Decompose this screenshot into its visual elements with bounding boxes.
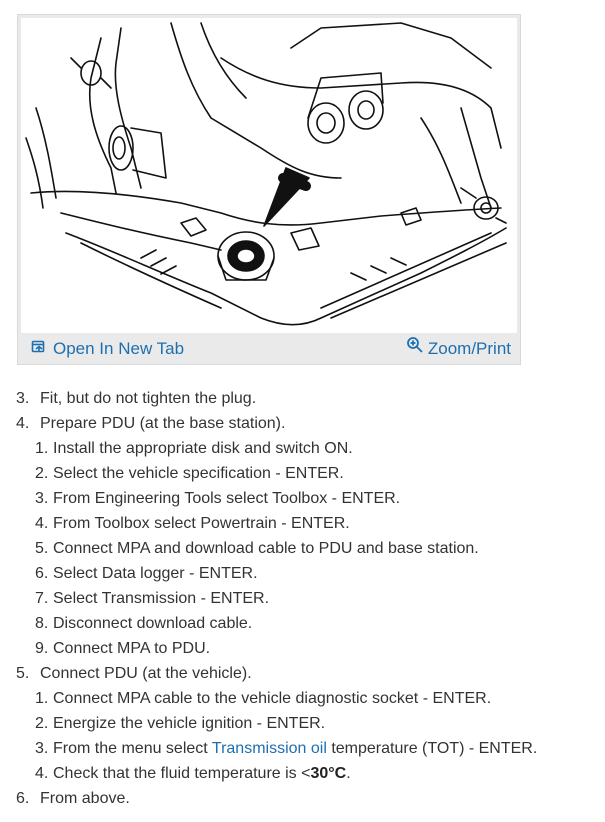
substep-text: From Toolbox select Powertrain - ENTER. [53,515,350,532]
procedure-steps: 3. Fit, but do not tighten the plug. 4. Pre… [16,386,596,811]
substep-item: 9.Connect MPA to PDU. [16,636,596,661]
substep-item: 5.Connect MPA and download cable to PDU … [16,536,596,561]
substep-number: 2. [35,465,49,482]
step-item: 5. Connect PDU (at the vehicle). [16,661,596,686]
zoom-print-link[interactable]: Zoom/Print [406,336,511,362]
step-number: 3. [16,390,30,407]
transmission-oil-link[interactable]: Transmission oil [211,740,327,757]
step-text: Connect PDU (at the vehicle). [40,665,252,682]
substep-item: 4.Check that the fluid temperature is <3… [16,761,596,786]
zoom-print-label: Zoom/Print [427,339,511,358]
substep-item: 2.Select the vehicle specification - ENT… [16,461,596,486]
substep-item: 3.From Engineering Tools select Toolbox … [16,486,596,511]
substep-item: 1.Connect MPA cable to the vehicle diagn… [16,686,596,711]
step-item: 3. Fit, but do not tighten the plug. [16,386,596,411]
substep-number: 9. [35,640,49,657]
substep-text: Select the vehicle specification - ENTER… [53,465,344,482]
temperature-limit: 30°C [310,765,347,782]
magnifier-icon [406,336,424,362]
substep-text-end: temperature (TOT) - ENTER. [326,740,538,757]
step-number: 6. [16,790,30,807]
substep-text-end: . [346,765,351,782]
step-number: 4. [16,415,30,432]
substep-item: 8.Disconnect download cable. [16,611,596,636]
substep-number: 3. [35,490,49,507]
substep-number: 2. [35,715,49,732]
step-item: 4. Prepare PDU (at the base station). [16,411,596,436]
substep-number: 6. [35,565,49,582]
substep-text: Select Data logger - ENTER. [53,565,258,582]
substep-text: Connect MPA and download cable to PDU an… [53,540,479,557]
figure-box: Open In New Tab Zoom/Print [17,14,521,365]
substep-text: Energize the vehicle ignition - ENTER. [53,715,326,732]
substep-number: 4. [35,515,49,532]
substep-item: 1.Install the appropriate disk and switc… [16,436,596,461]
transmission-drain-plug-illustration [21,18,517,333]
substep-number: 8. [35,615,49,632]
substep-item: 6.Select Data logger - ENTER. [16,561,596,586]
substep-item: 4.From Toolbox select Powertrain - ENTER… [16,511,596,536]
open-in-new-tab-label: Open In New Tab [53,339,185,358]
substep-text: Install the appropriate disk and switch … [53,440,353,457]
step-text: Prepare PDU (at the base station). [40,415,286,432]
step-number: 5. [16,665,30,682]
substep-text: Disconnect download cable. [53,615,253,632]
substep-number: 3. [35,740,49,757]
substep-number: 5. [35,540,49,557]
substep-item: 2.Energize the vehicle ignition - ENTER. [16,711,596,736]
substep-text: Check that the fluid temperature is < [53,765,311,782]
substep-number: 1. [35,690,49,707]
substep-text: Connect MPA cable to the vehicle diagnos… [53,690,492,707]
open-in-new-tab-icon [31,336,46,362]
substep-item: 3.From the menu select Transmission oil … [16,736,596,761]
substep-item: 7.Select Transmission - ENTER. [16,586,596,611]
substep-number: 4. [35,765,49,782]
step-text: Fit, but do not tighten the plug. [40,390,257,407]
open-in-new-tab-link[interactable]: Open In New Tab [31,336,184,362]
figure-toolbar: Open In New Tab Zoom/Print [18,334,520,366]
step-text: From above. [40,790,130,807]
substep-text: From the menu select [53,740,212,757]
substep-number: 1. [35,440,49,457]
substep-text: From Engineering Tools select Toolbox - … [53,490,401,507]
step-item: 6. From above. [16,786,596,811]
substep-text: Select Transmission - ENTER. [53,590,270,607]
substep-text: Connect MPA to PDU. [53,640,211,657]
substep-number: 7. [35,590,49,607]
